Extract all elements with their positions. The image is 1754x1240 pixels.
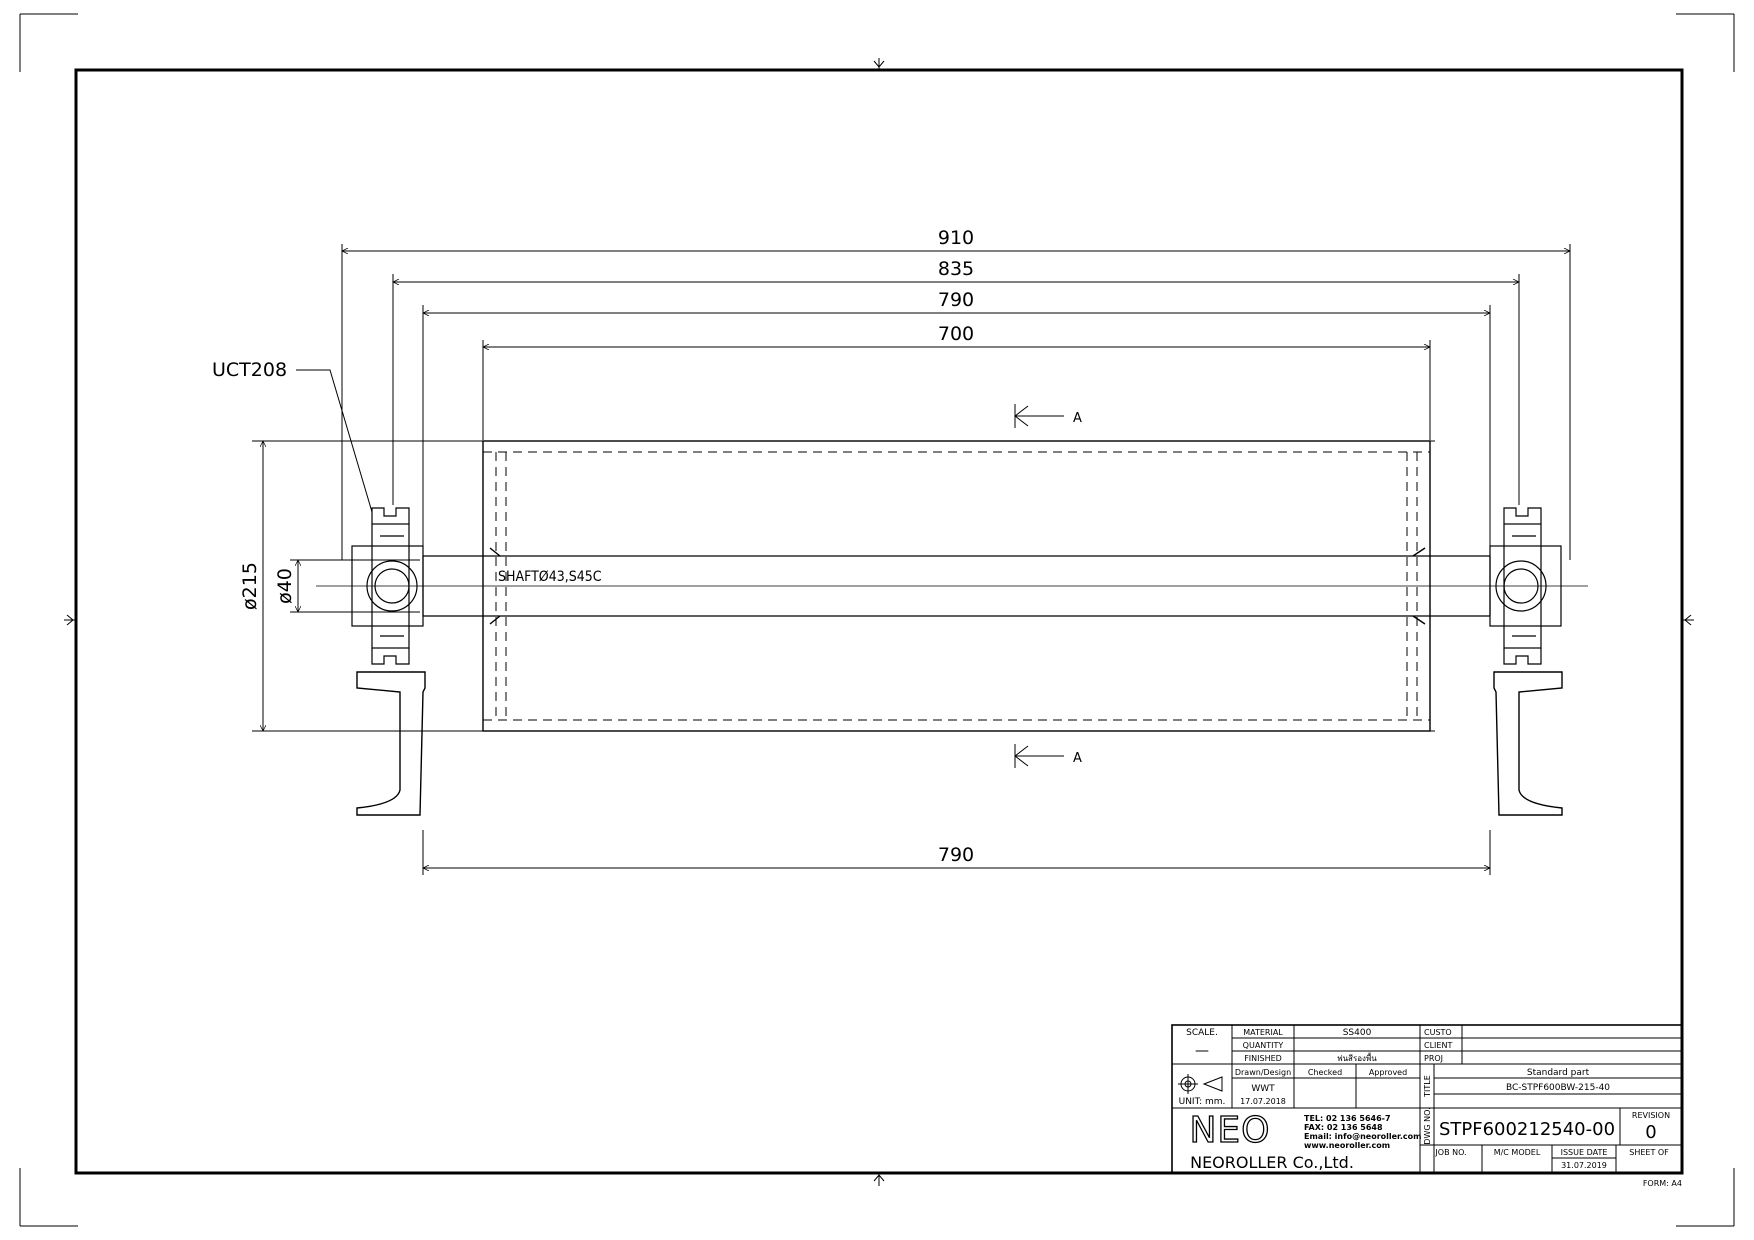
client-label: CLIENT	[1424, 1041, 1452, 1050]
dim-910: 910	[938, 227, 974, 249]
left-angle-bracket	[356, 671, 426, 816]
drawn-by: WWT	[1251, 1084, 1275, 1094]
finished-value: พ่นสีรองพื้น	[1337, 1052, 1377, 1063]
right-angle-bracket	[1493, 671, 1563, 816]
section-marker-top	[1014, 404, 1064, 428]
dim-700: 700	[938, 323, 974, 345]
drawing-frame	[74, 68, 1684, 1175]
dwg-no-label: DWG NO.	[1423, 1107, 1432, 1144]
company-email: Email: info@neoroller.com	[1304, 1132, 1421, 1141]
scale-label: SCALE.	[1186, 1028, 1218, 1038]
section-label-bottom: A	[1073, 751, 1082, 766]
dim-215: ø215	[239, 562, 261, 610]
material-value: SS400	[1343, 1028, 1372, 1038]
finished-label: FINISHED	[1244, 1054, 1282, 1063]
material-label: MATERIAL	[1243, 1028, 1283, 1037]
quantity-label: QUANTITY	[1243, 1041, 1284, 1050]
mc-model-label: M/C MODEL	[1494, 1148, 1541, 1157]
title-line-1: Standard part	[1527, 1068, 1590, 1078]
trim-marks	[19, 13, 1735, 1227]
proj-label: PROJ	[1424, 1054, 1443, 1063]
company-web: www.neoroller.com	[1304, 1141, 1390, 1150]
drawn-date: 17.07.2018	[1240, 1097, 1286, 1106]
dwg-no: STPF600212540-00	[1439, 1119, 1615, 1140]
scale-value: —	[1195, 1043, 1209, 1059]
dim-40: ø40	[274, 568, 296, 604]
title-block: SCALE. — MATERIAL SS400 QUANTITY FINISHE…	[1171, 1024, 1683, 1174]
revision-label: REVISION	[1632, 1111, 1670, 1120]
drawn-label: Drawn/Design	[1235, 1068, 1291, 1077]
centering-marks	[64, 58, 1694, 1186]
issue-date: 31.07.2019	[1561, 1161, 1607, 1170]
dim-835: 835	[938, 258, 974, 280]
sheet-label: SHEET OF	[1629, 1148, 1669, 1157]
unit-label: UNIT: mm.	[1179, 1097, 1226, 1107]
section-label-top: A	[1073, 411, 1082, 426]
approved-label: Approved	[1369, 1068, 1407, 1077]
checked-label: Checked	[1308, 1068, 1342, 1077]
projection-symbol-icon	[1178, 1074, 1223, 1094]
shaft-label: SHAFTØ43,S45C	[498, 569, 602, 585]
bearing-label: UCT208	[212, 359, 287, 381]
job-no-label: JOB NO.	[1434, 1148, 1466, 1157]
section-marker-bottom	[1014, 744, 1064, 768]
extension-lines	[252, 244, 1571, 875]
company-tel: TEL: 02 136 5646-7	[1304, 1114, 1391, 1123]
custo-label: CUSTO	[1424, 1028, 1452, 1037]
dim-790: 790	[938, 289, 974, 311]
company-name: NEOROLLER Co.,Ltd.	[1190, 1153, 1354, 1172]
company-logo: NEO	[1189, 1110, 1270, 1151]
form-label: FORM: A4	[1643, 1179, 1682, 1188]
title-line-2: BC-STPF600BW-215-40	[1506, 1083, 1610, 1093]
bearing-leader	[296, 369, 373, 513]
left-bearing	[351, 507, 424, 665]
issue-date-label: ISSUE DATE	[1561, 1148, 1608, 1157]
right-bearing	[1489, 507, 1562, 665]
revision-value: 0	[1645, 1122, 1656, 1143]
title-label: TITLE	[1423, 1075, 1432, 1098]
dimension-lines	[263, 251, 1570, 868]
company-fax: FAX: 02 136 5648	[1304, 1123, 1383, 1132]
dim-790-bottom: 790	[938, 844, 974, 866]
